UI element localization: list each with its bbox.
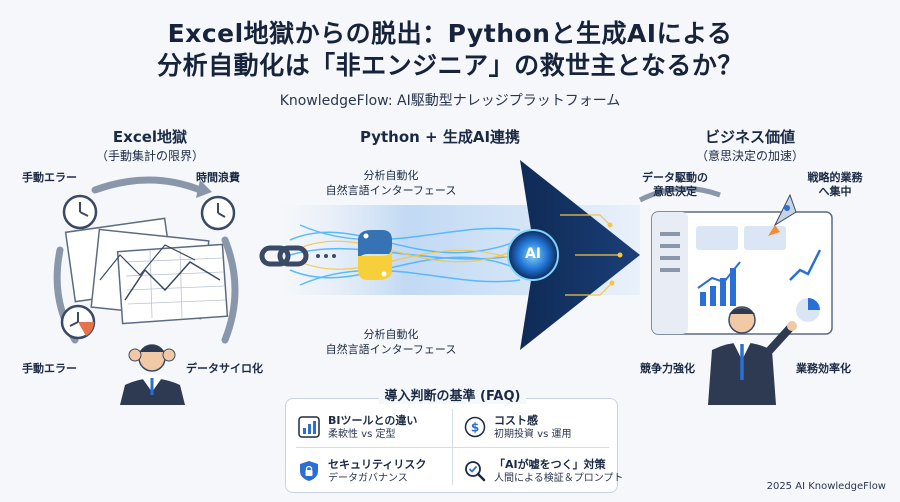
- bar-chart-icon: [298, 416, 320, 438]
- ai-badge: AI: [524, 246, 542, 262]
- faq-item-security: セキュリティリスク データガバナンス: [290, 451, 450, 491]
- right-label-bottom-left: 競争力強化: [640, 362, 695, 375]
- center-label-bottom-line-2: 自然言語インターフェース: [325, 343, 457, 356]
- left-label-bottom-right: データサイロ化: [186, 362, 263, 375]
- python-ai-illustration: [259, 160, 640, 350]
- faq-item-bi-tools: BIツールとの違い 柔軟性 vs 定型: [290, 407, 450, 447]
- main-title-line-1: Excel地獄からの脱出：Pythonと生成AIによる: [167, 19, 733, 48]
- center-label-top-line-1: 分析自動化: [363, 169, 419, 182]
- main-title-line-2: 分析自動化は「非エンジニア」の救世主となるか？: [157, 51, 743, 80]
- right-label-top-right-line-2: へ集中: [818, 185, 852, 198]
- left-label-top-left: 手動エラー: [22, 171, 77, 184]
- center-label-bottom-line-1: 分析自動化: [363, 328, 419, 341]
- left-label-top-right: 時間浪費: [196, 171, 240, 184]
- faq-item-main: コスト感: [494, 413, 538, 427]
- faq-item-sub: 初期投資 vs 運用: [494, 428, 572, 440]
- faq-item-main: セキュリティリスク: [328, 457, 427, 471]
- center-label-top: 分析自動化 自然言語インターフェース: [311, 168, 471, 198]
- right-label-top-right: 戦略的業務 へ集中: [796, 171, 874, 199]
- right-heading: ビジネス価値: [704, 128, 795, 146]
- faq-title: 導入判断の基準 (FAQ): [286, 385, 619, 404]
- magnifier-check-icon: [465, 461, 486, 482]
- excel-hell-illustration: [53, 176, 239, 405]
- faq-divider-horizontal: [296, 447, 609, 448]
- right-label-top-left-line-2: 意思決定: [653, 185, 697, 198]
- center-label-top-line-2: 自然言語インターフェース: [325, 184, 457, 197]
- right-label-top-right-line-1: 戦略的業務: [807, 171, 863, 184]
- right-label-bottom-right: 業務効率化: [796, 362, 851, 375]
- dollar-icon: $: [464, 416, 486, 438]
- faq-item-main: BIツールとの違い: [328, 413, 418, 427]
- center-heading: Python + 生成AI連携: [359, 128, 521, 146]
- title-block: Excel地獄からの脱出：Pythonと生成AIによる 分析自動化は「非エンジニ…: [0, 18, 900, 110]
- right-label-top-left-line-1: データ駆動の: [642, 171, 708, 184]
- faq-item-cost: $ コスト感 初期投資 vs 運用: [456, 407, 616, 447]
- left-subheading: （手動集計の限界）: [95, 149, 204, 163]
- faq-item-ai-hallucination: 「AIが嘘をつく」対策 人間による検証＆プロンプト: [456, 451, 623, 491]
- right-subheading: （意思決定の加速）: [695, 149, 804, 163]
- left-heading: Excel地獄: [112, 128, 188, 146]
- faq-title-text: 導入判断の基準 (FAQ): [378, 389, 527, 404]
- right-label-top-left: データ駆動の 意思決定: [636, 171, 714, 199]
- faq-item-sub: データガバナンス: [328, 472, 408, 484]
- svg-text:$: $: [471, 421, 479, 435]
- subtitle: KnowledgeFlow: AI駆動型ナレッジプラットフォーム: [279, 93, 621, 109]
- left-label-bottom-left: 手動エラー: [22, 362, 77, 375]
- business-value-illustration: [638, 186, 833, 405]
- faq-item-main: 「AIが嘘をつく」対策: [494, 457, 606, 471]
- credit: 2025 AI KnowledgeFlow: [766, 481, 886, 492]
- center-label-bottom: 分析自動化 自然言語インターフェース: [311, 327, 471, 357]
- faq-item-sub: 柔軟性 vs 定型: [328, 428, 396, 440]
- faq-item-sub: 人間による検証＆プロンプト: [494, 472, 624, 484]
- faq-box: 導入判断の基準 (FAQ) BIツールとの違い 柔軟性 vs 定型 $ コスト感…: [285, 389, 623, 493]
- shield-lock-icon: [300, 461, 318, 481]
